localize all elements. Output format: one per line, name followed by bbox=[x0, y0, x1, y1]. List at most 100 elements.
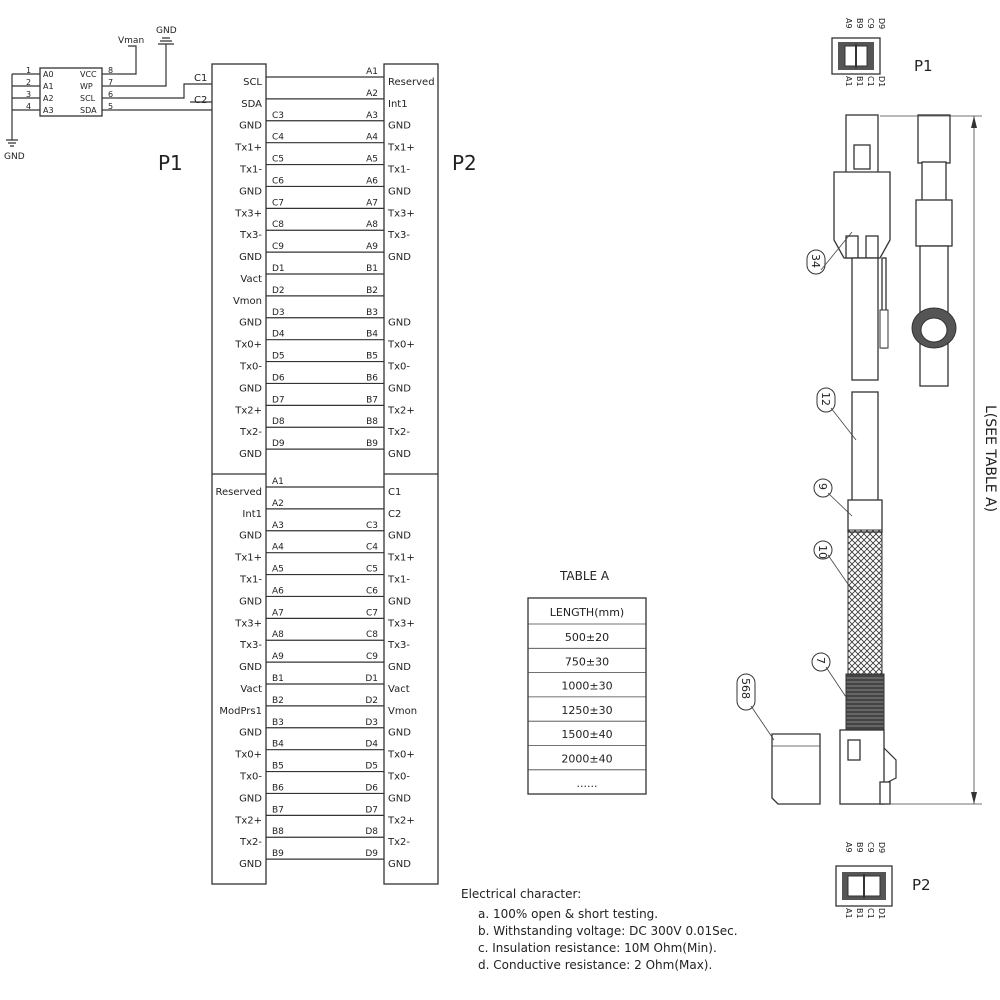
p2-signal-label: Tx0- bbox=[387, 362, 410, 373]
p1-pin-id: B2 bbox=[272, 696, 284, 706]
p1-signal-label: Tx1- bbox=[239, 165, 262, 176]
p1-pin-id: A2 bbox=[272, 499, 284, 509]
length-dimension: L(SEE TABLE A) bbox=[880, 115, 998, 805]
p1-signal-label: Vact bbox=[240, 684, 262, 695]
p2-signal-label: Tx1- bbox=[387, 575, 410, 586]
p1-signal-label: SCL bbox=[243, 77, 262, 88]
scl-wire bbox=[118, 83, 214, 99]
p2-pin-id: D7 bbox=[365, 805, 378, 815]
p2-signal-label: Tx1+ bbox=[387, 553, 415, 564]
p1-pin-id: C3 bbox=[272, 111, 284, 121]
p2-pin-id: D2 bbox=[365, 696, 378, 706]
table-a-header: LENGTH(mm) bbox=[550, 606, 624, 619]
p1-pin-id: A4 bbox=[272, 543, 284, 553]
p1-plug-latch bbox=[853, 144, 871, 170]
p2-pin-id: C5 bbox=[366, 565, 378, 575]
p1-pin-id: C8 bbox=[272, 220, 284, 230]
table-a-cell: 1250±30 bbox=[561, 704, 612, 717]
eeprom-pin-number: 2 bbox=[26, 78, 31, 87]
table-a-cell: 1500±40 bbox=[561, 728, 612, 741]
table-a-cell: 1000±30 bbox=[561, 680, 612, 693]
eeprom-chip bbox=[39, 67, 103, 117]
p2-signal-label: GND bbox=[388, 728, 411, 739]
braided-sleeve bbox=[847, 529, 883, 675]
p2-pin-id: D1 bbox=[365, 674, 378, 684]
p2-pin-id: B1 bbox=[366, 264, 378, 274]
cable-body bbox=[845, 391, 885, 731]
p1-overmold-slot-2 bbox=[865, 235, 879, 259]
p1-signal-label: GND bbox=[239, 531, 262, 542]
end-pin-label-bottom: A1 bbox=[844, 76, 853, 87]
p2-signal-label: GND bbox=[388, 449, 411, 460]
p2-pin-id: A9 bbox=[366, 242, 378, 252]
table-a-frame bbox=[527, 597, 647, 795]
end-pin-label-bottom: D1 bbox=[877, 76, 886, 87]
p2-signal-label: Tx1- bbox=[387, 165, 410, 176]
end-pin-label-bottom: B1 bbox=[855, 76, 864, 87]
end-pin-label-top: A9 bbox=[844, 18, 853, 29]
p2-signal-label: GND bbox=[388, 186, 411, 197]
vman-wire bbox=[118, 45, 137, 75]
callout-leader bbox=[820, 231, 853, 271]
p1-signal-label: GND bbox=[239, 318, 262, 329]
eeprom-pin-label: A2 bbox=[43, 94, 54, 103]
p2-pin-id: B6 bbox=[366, 373, 378, 383]
p1-pin-id: C4 bbox=[272, 133, 284, 143]
p1-pin-id: B1 bbox=[272, 674, 284, 684]
p2-signal-label: GND bbox=[388, 121, 411, 132]
gnd-top-label: GND bbox=[156, 26, 177, 36]
p1-pin-id: B5 bbox=[272, 762, 284, 772]
p2-pin-id: B9 bbox=[366, 439, 378, 449]
vman-label: Vman bbox=[118, 36, 144, 46]
p2-pin-id: A4 bbox=[366, 133, 378, 143]
p1-pin-id: D8 bbox=[272, 417, 285, 427]
p1-signal-label: Vact bbox=[240, 274, 262, 285]
table-a-cell: 500±20 bbox=[565, 631, 609, 644]
p1-pin-id: D7 bbox=[272, 395, 285, 405]
c1-label: C1 bbox=[194, 73, 207, 84]
table-a-cell: ...... bbox=[577, 777, 598, 790]
p1-pin-id: B9 bbox=[272, 849, 284, 859]
end-pin-label-bottom: C1 bbox=[866, 908, 875, 919]
eeprom-pin-number: 8 bbox=[108, 66, 113, 75]
callout-bubble bbox=[806, 249, 826, 275]
p2-overmold bbox=[839, 729, 885, 805]
callout-leader bbox=[830, 407, 857, 441]
p2-pin-id: A5 bbox=[366, 155, 378, 165]
p2-latch bbox=[883, 747, 897, 785]
p1-signal-label: Tx0+ bbox=[234, 340, 262, 351]
p2-end-label: P2 bbox=[912, 876, 931, 894]
p2-signal-label: GND bbox=[388, 383, 411, 394]
p1-pin-id: D6 bbox=[272, 373, 285, 383]
p1-signal-label: Tx3+ bbox=[234, 618, 262, 629]
p2-signal-label: Tx3- bbox=[387, 230, 410, 241]
cable-sheath-lower bbox=[851, 391, 879, 503]
table-a-title: TABLE A bbox=[559, 569, 610, 583]
end-pin-label-top: D9 bbox=[877, 842, 886, 853]
p1-overmold bbox=[833, 171, 891, 259]
p2-pin-id: A8 bbox=[366, 220, 378, 230]
p2-signal-label: Tx3+ bbox=[387, 618, 415, 629]
p2-pin-id: B3 bbox=[366, 308, 378, 318]
p1-pin-id: B7 bbox=[272, 805, 284, 815]
p1-side-latch bbox=[921, 161, 947, 203]
end-pin-label-top: B9 bbox=[855, 842, 864, 853]
cable-sheath-upper bbox=[851, 257, 879, 381]
callout-leader bbox=[827, 554, 853, 591]
p1-signal-label: ModPrs1 bbox=[219, 706, 262, 717]
p2-pin-id: B5 bbox=[366, 352, 378, 362]
p2-signal-label: Tx0- bbox=[387, 772, 410, 783]
p1-signal-label: GND bbox=[239, 728, 262, 739]
p2-connector-side bbox=[771, 729, 897, 805]
p1-signal-label: Tx2+ bbox=[234, 815, 262, 826]
c2-label: C2 bbox=[194, 95, 207, 106]
p1-signal-label: Reserved bbox=[215, 487, 262, 498]
heat-shrink-top bbox=[847, 499, 883, 533]
eeprom-gnd-left-label: GND bbox=[4, 152, 25, 162]
electrical-notes: Electrical character: a. 100% open & sho… bbox=[461, 887, 738, 972]
